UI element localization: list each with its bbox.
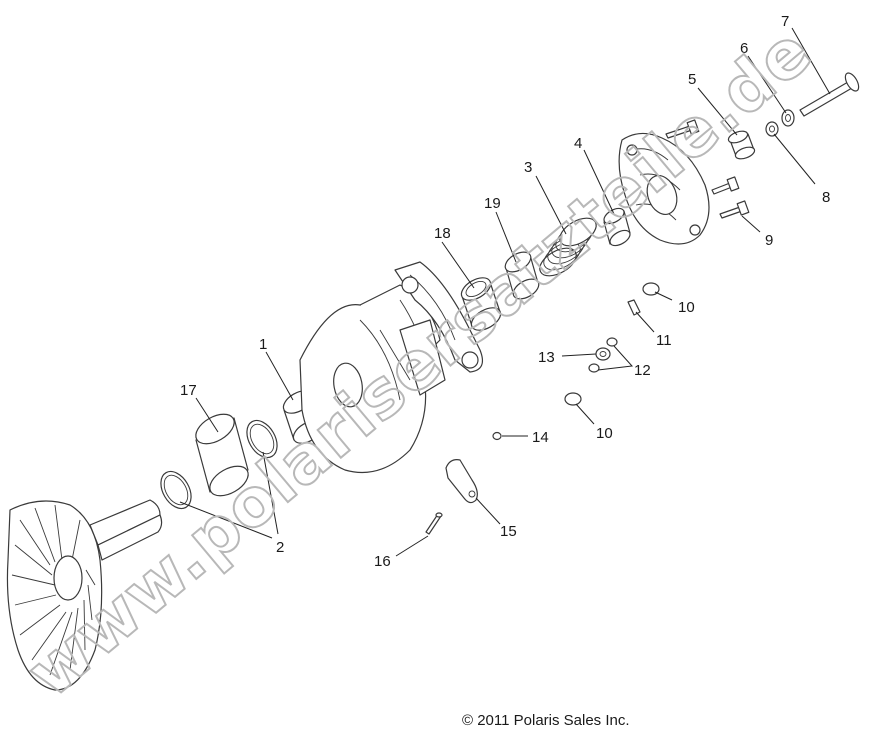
callout-4: 4 (574, 135, 582, 152)
fixed-sheave-fan (6, 499, 163, 691)
sleeve-part-17 (195, 413, 249, 497)
bushing-part-4 (603, 207, 631, 247)
callout-10-lower: 10 (596, 425, 613, 442)
callout-14: 14 (532, 429, 549, 446)
cover-spider (618, 132, 710, 245)
callout-3: 3 (524, 159, 532, 176)
callout-19: 19 (484, 195, 501, 212)
callout-13: 13 (538, 349, 555, 366)
bushing-part-19 (504, 251, 540, 300)
spring-part-3 (539, 217, 597, 277)
copyright-notice: © 2011 Polaris Sales Inc. (462, 712, 630, 729)
bushing-part-18 (460, 277, 502, 331)
pin-part-16 (425, 512, 443, 535)
callout-16: 16 (374, 553, 391, 570)
callout-2: 2 (276, 539, 284, 556)
ring-part-2a (160, 470, 192, 510)
washer-part-12b (588, 363, 600, 373)
leader-lines (179, 27, 831, 557)
bolt-upper (665, 119, 700, 139)
callout-15: 15 (500, 523, 517, 540)
callout-7: 7 (781, 13, 789, 30)
washer-part-6 (781, 109, 795, 127)
washer-part-12a (606, 337, 618, 347)
callout-12: 12 (634, 362, 651, 379)
roller-part-13 (595, 347, 611, 361)
callout-18: 18 (434, 225, 451, 242)
callout-9: 9 (765, 232, 773, 249)
callout-8: 8 (822, 189, 830, 206)
callout-11: 11 (656, 332, 672, 349)
callout-6: 6 (740, 40, 748, 57)
callout-17: 17 (180, 382, 197, 399)
ring-part-2b (246, 419, 278, 459)
bolt-middle (711, 176, 740, 195)
washer-part-8 (765, 121, 779, 137)
bolt-part-7 (799, 72, 860, 117)
watermark: www.polarisersatzteile.de (13, 12, 827, 712)
callout-labels: 1 2 3 4 5 6 7 8 9 10 10 11 12 13 14 15 1… (180, 13, 830, 570)
callout-10-upper: 10 (678, 299, 695, 316)
callout-5: 5 (688, 71, 696, 88)
moveable-sheave-housing (299, 261, 483, 474)
pin-part-11 (627, 299, 641, 316)
weight-part-15 (445, 459, 478, 504)
roller-part-5 (727, 130, 756, 160)
button-part-10-lower (564, 392, 582, 406)
bolt-part-9 (719, 200, 750, 219)
nut-part-14 (492, 431, 502, 441)
callout-1: 1 (259, 336, 267, 353)
